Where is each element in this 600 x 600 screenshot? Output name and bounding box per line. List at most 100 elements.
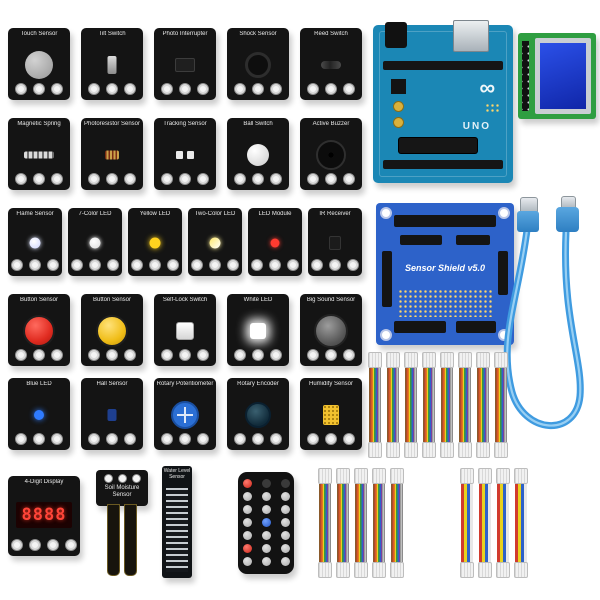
wire-connector bbox=[478, 562, 492, 578]
module-label: White LED bbox=[243, 297, 273, 303]
pin-hole bbox=[124, 433, 136, 445]
module-touch-sensor: Touch Sensor bbox=[8, 28, 70, 100]
capacitor bbox=[393, 117, 404, 128]
header-block bbox=[456, 235, 490, 245]
wire-strands bbox=[355, 484, 367, 562]
pin-hole bbox=[131, 259, 143, 271]
module-magnetic-spring: Magnetic Spring bbox=[8, 118, 70, 190]
pin-hole bbox=[197, 83, 209, 95]
jumper-wire-bundle bbox=[336, 468, 350, 578]
pin-holes bbox=[81, 349, 143, 361]
pin-holes bbox=[308, 259, 362, 271]
module-label: Rotary Potentiometer bbox=[156, 381, 214, 387]
ir-remote-control bbox=[238, 472, 294, 574]
remote-button-blue bbox=[261, 518, 271, 527]
module-label: Soil Moisture Sensor bbox=[104, 485, 140, 498]
wire-strands bbox=[441, 368, 453, 442]
pin-holes bbox=[8, 349, 70, 361]
pin-hole bbox=[325, 433, 337, 445]
atmega-chip bbox=[399, 138, 477, 153]
jumper-wire-bundle bbox=[494, 352, 508, 458]
jumper-wire-bundle bbox=[390, 468, 404, 578]
module-yellow-button: Button Sensor bbox=[81, 294, 143, 366]
fork-prong bbox=[107, 504, 120, 576]
pin-hole bbox=[287, 259, 299, 271]
pin-hole bbox=[29, 539, 41, 551]
wire-connector bbox=[336, 562, 350, 578]
wire-connector bbox=[476, 442, 490, 458]
pin-hole bbox=[161, 433, 173, 445]
wire-connector bbox=[390, 562, 404, 578]
module-label: Two-Color LED bbox=[194, 211, 236, 217]
yellow-led-icon bbox=[149, 237, 161, 249]
pin-hole bbox=[343, 349, 355, 361]
pin-hole bbox=[15, 83, 27, 95]
remote-button-gray bbox=[280, 492, 290, 501]
module-label: Blue LED bbox=[26, 381, 52, 387]
wire-connector bbox=[422, 442, 436, 458]
arduino-logo: ∞ bbox=[479, 75, 495, 100]
module-hall-sensor: Hall Sensor bbox=[81, 378, 143, 450]
module-ball-switch: Ball Switch bbox=[227, 118, 289, 190]
module-label: Hall Sensor bbox=[96, 381, 128, 387]
tracking-sensor-icon bbox=[176, 151, 194, 159]
remote-buttons bbox=[238, 472, 294, 566]
wire-connector bbox=[354, 562, 368, 578]
pin-hole bbox=[106, 433, 118, 445]
wire-connector bbox=[440, 442, 454, 458]
wire-connector bbox=[496, 468, 510, 484]
module-label: Humidity Sensor bbox=[308, 381, 353, 387]
jumper-wire-bundle bbox=[386, 352, 400, 458]
potentiometer-icon bbox=[171, 401, 199, 430]
module-label: Shock Sensor bbox=[239, 31, 277, 37]
gold-pin-field bbox=[398, 289, 492, 317]
pin-hole bbox=[106, 349, 118, 361]
white-led-icon bbox=[250, 323, 266, 340]
module-label: Tracking Sensor bbox=[163, 121, 207, 127]
pin-hole bbox=[161, 173, 173, 185]
pin-hole bbox=[270, 173, 282, 185]
arduino-uno-board: ∞ UNO bbox=[373, 20, 513, 183]
pin-holes bbox=[154, 173, 216, 185]
module-label: Big Sound Sensor bbox=[306, 297, 356, 303]
module-label: Flame Sensor bbox=[16, 211, 54, 217]
pin-hole bbox=[167, 259, 179, 271]
pin-hole bbox=[270, 433, 282, 445]
pin-hole bbox=[270, 349, 282, 361]
wire-connector bbox=[336, 468, 350, 484]
wire-strands bbox=[391, 484, 403, 562]
wire-connector bbox=[460, 468, 474, 484]
module-potentiometer: Rotary Potentiometer bbox=[154, 378, 216, 450]
pin-holes bbox=[8, 539, 80, 551]
pin-hole bbox=[117, 474, 127, 483]
touch-sensor-icon bbox=[25, 51, 53, 80]
remote-button-gray bbox=[261, 492, 271, 501]
pin-hole bbox=[252, 349, 264, 361]
header-block bbox=[394, 215, 496, 227]
wire-connector bbox=[404, 352, 418, 368]
remote-button-gray bbox=[242, 531, 252, 540]
jumper-wire-bundle bbox=[368, 352, 382, 458]
module-ir-receiver: IR Receiver bbox=[308, 208, 362, 276]
pin-hole bbox=[124, 83, 136, 95]
module-label: Active Buzzer bbox=[312, 121, 350, 127]
dc-power-jack bbox=[385, 22, 407, 48]
module-four-digit-display: 4-Digit Display 8888 bbox=[8, 476, 80, 556]
blue-led-icon bbox=[34, 410, 44, 421]
pin-holes bbox=[8, 259, 62, 271]
sensor-head: Soil Moisture Sensor bbox=[96, 470, 148, 506]
wire-connector bbox=[354, 468, 368, 484]
mounting-hole bbox=[380, 207, 392, 219]
jumper-wire-bundle bbox=[354, 468, 368, 578]
water-level-sensor: Water Level Sensor bbox=[162, 466, 192, 578]
module-humidity-sensor: Humidity Sensor bbox=[300, 378, 362, 450]
lcd1602-display bbox=[518, 33, 596, 119]
pin-hole bbox=[51, 83, 63, 95]
pin-holes bbox=[248, 259, 302, 271]
pin-holes bbox=[81, 433, 143, 445]
pin-holes bbox=[8, 433, 70, 445]
wire-strands bbox=[495, 368, 507, 442]
pin-hole bbox=[103, 474, 113, 483]
pin-holes bbox=[8, 83, 70, 95]
pin-hole bbox=[197, 349, 209, 361]
